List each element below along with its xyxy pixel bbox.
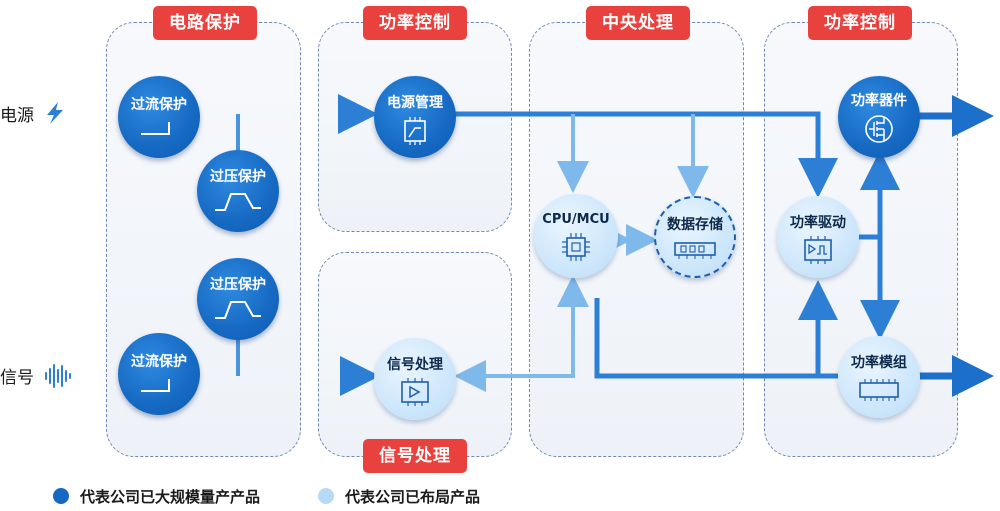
tag-circuit-protection: 电路保护 <box>153 6 257 40</box>
node-power-device: 功率器件 <box>838 76 920 158</box>
node-overcurrent-top: 过流保护 <box>118 76 200 158</box>
node-overvoltage-top: 过压保护 <box>197 150 279 232</box>
legend-dot-light <box>318 488 334 504</box>
waveform-icon <box>45 364 71 388</box>
node-label: 数据存储 <box>667 217 723 233</box>
node-overcurrent-bottom: 过流保护 <box>118 333 200 415</box>
overvoltage-curve-icon <box>215 301 261 319</box>
node-label: 过流保护 <box>131 354 187 370</box>
node-power-management: 电源管理 <box>374 76 456 158</box>
overcurrent-curve-icon <box>141 379 170 392</box>
node-power-driver: 功率驱动 <box>777 196 859 278</box>
node-data-storage: 数据存储 <box>654 196 736 278</box>
node-label: 信号处理 <box>387 357 443 373</box>
amplifier-chip-icon <box>401 378 429 406</box>
node-cpu-mcu: CPU/MCU <box>534 194 618 278</box>
legend-mass-production: 代表公司已大规模量产产品 <box>80 488 261 506</box>
node-signal-processing: 信号处理 <box>374 338 456 420</box>
tag-central-processing: 中央处理 <box>586 6 690 40</box>
signal-input-label: 信号 <box>0 368 34 388</box>
tag-signal-processing: 信号处理 <box>363 439 467 473</box>
power-module-icon <box>859 379 899 401</box>
node-label: 过压保护 <box>210 169 266 185</box>
cpu-chip-icon <box>562 233 590 261</box>
chip-switch-icon <box>404 117 426 145</box>
node-label: 过流保护 <box>131 97 187 113</box>
legend-dot-dark <box>53 488 69 504</box>
node-label: 功率器件 <box>851 93 907 109</box>
driver-chip-icon <box>804 236 832 264</box>
overcurrent-curve-icon <box>141 122 170 135</box>
power-input-label: 电源 <box>0 106 34 126</box>
legend-planned: 代表公司已布局产品 <box>345 488 481 506</box>
node-label: 功率模组 <box>851 355 907 371</box>
node-label: CPU/MCU <box>542 212 610 227</box>
memory-module-icon <box>674 242 716 259</box>
node-label: 过压保护 <box>210 277 266 293</box>
node-power-module: 功率模组 <box>838 336 920 418</box>
node-label: 功率驱动 <box>790 215 846 231</box>
node-label: 电源管理 <box>387 95 443 111</box>
tag-power-control-top: 功率控制 <box>363 6 467 40</box>
node-overvoltage-bottom: 过压保护 <box>197 258 279 340</box>
lightning-icon <box>47 102 63 124</box>
overvoltage-curve-icon <box>215 193 261 211</box>
tag-power-control-right: 功率控制 <box>808 6 912 40</box>
mosfet-icon <box>865 115 893 143</box>
